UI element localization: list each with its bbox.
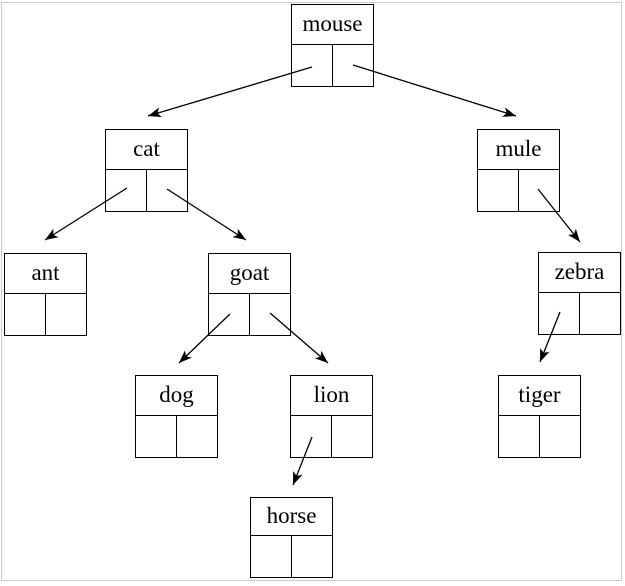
left-pointer-cell — [292, 45, 332, 86]
left-pointer-cell — [291, 416, 331, 457]
pointer-cells-mouse — [292, 45, 373, 86]
right-pointer-cell — [146, 170, 187, 211]
pointer-cells-zebra — [539, 293, 620, 334]
node-label-tiger: tiger — [499, 376, 580, 416]
pointer-cells-goat — [209, 294, 290, 335]
tree-node-horse: horse — [250, 497, 333, 578]
node-label-dog: dog — [136, 376, 217, 416]
right-pointer-cell — [249, 294, 290, 335]
node-label-lion: lion — [291, 376, 372, 416]
right-pointer-cell — [539, 416, 580, 457]
tree-node-goat: goat — [208, 253, 291, 336]
tree-node-zebra: zebra — [538, 252, 621, 335]
tree-node-mouse: mouse — [291, 4, 374, 87]
pointer-cells-dog — [136, 416, 217, 457]
tree-node-cat: cat — [105, 129, 188, 212]
edge-mouse-left-cat — [147, 66, 313, 118]
left-pointer-cell — [499, 416, 539, 457]
right-pointer-cell — [518, 170, 559, 211]
node-label-zebra: zebra — [539, 253, 620, 293]
left-pointer-cell — [209, 294, 249, 335]
node-label-mule: mule — [478, 130, 559, 170]
node-label-ant: ant — [5, 254, 86, 294]
right-pointer-cell — [331, 416, 372, 457]
node-label-mouse: mouse — [292, 5, 373, 45]
pointer-cells-cat — [106, 170, 187, 211]
left-pointer-cell — [478, 170, 518, 211]
right-pointer-cell — [291, 536, 332, 577]
tree-node-tiger: tiger — [498, 375, 581, 458]
node-label-goat: goat — [209, 254, 290, 294]
right-pointer-cell — [45, 294, 86, 335]
left-pointer-cell — [136, 416, 176, 457]
pointer-cells-lion — [291, 416, 372, 457]
pointer-cells-mule — [478, 170, 559, 211]
left-pointer-cell — [251, 536, 291, 577]
node-label-cat: cat — [106, 130, 187, 170]
tree-node-mule: mule — [477, 129, 560, 212]
edge-mouse-right-mule — [352, 64, 517, 117]
left-pointer-cell — [5, 294, 45, 335]
pointer-cells-ant — [5, 294, 86, 335]
pointer-cells-horse — [251, 536, 332, 577]
right-pointer-cell — [332, 45, 373, 86]
right-pointer-cell — [579, 293, 620, 334]
tree-node-dog: dog — [135, 375, 218, 458]
pointer-cells-tiger — [499, 416, 580, 457]
left-pointer-cell — [106, 170, 146, 211]
tree-node-lion: lion — [290, 375, 373, 458]
left-pointer-cell — [539, 293, 579, 334]
node-label-horse: horse — [251, 498, 332, 536]
right-pointer-cell — [176, 416, 217, 457]
tree-node-ant: ant — [4, 253, 87, 336]
